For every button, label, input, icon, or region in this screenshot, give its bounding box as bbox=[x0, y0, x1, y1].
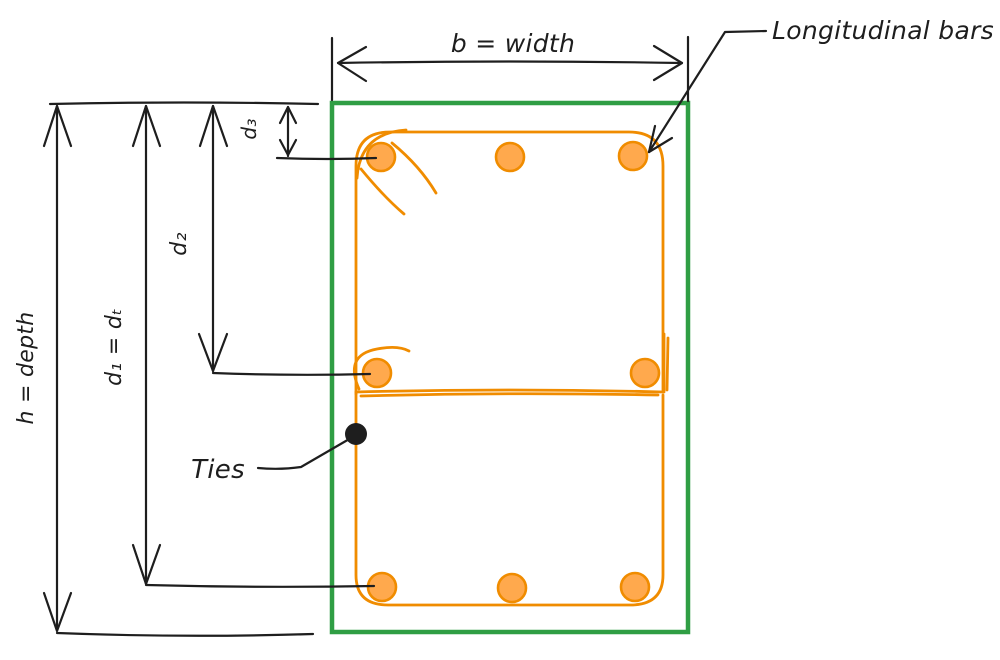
ties-group bbox=[353, 128, 670, 607]
label-b-width: b = width bbox=[451, 29, 575, 58]
tie-junction-line bbox=[354, 388, 665, 394]
longitudinal-bar-middle-right bbox=[629, 357, 661, 389]
label-ties: Ties bbox=[191, 455, 245, 485]
tie-hook-stroke bbox=[390, 141, 438, 195]
tie-junction-line bbox=[359, 392, 660, 398]
ties-leader-dot bbox=[345, 423, 367, 445]
dim-b-line bbox=[336, 60, 684, 65]
top-reference-line bbox=[48, 101, 320, 106]
longitudinal-bar-bottom-right bbox=[619, 571, 651, 603]
longitudinal-bars-leader-arrowhead bbox=[647, 124, 657, 154]
longitudinal-bar-top-right bbox=[617, 140, 649, 172]
dim-b-arrowhead-left bbox=[336, 45, 368, 83]
longitudinal-bar-top-middle bbox=[494, 141, 526, 173]
dim-d1-arrowhead-up bbox=[131, 104, 162, 148]
dim-d3-extension-line bbox=[275, 156, 378, 161]
label-d1-dt: d₁ = dₜ bbox=[102, 308, 127, 386]
dim-d3-arrowhead-down bbox=[278, 138, 298, 157]
label-longitudinal-bars: Longitudinal bars bbox=[772, 16, 994, 45]
dim-h-extension-line bbox=[55, 631, 315, 637]
label-d3: d₃ bbox=[237, 118, 261, 139]
longitudinal-bar-bottom-middle bbox=[496, 572, 528, 604]
dim-d2-arrowhead-down bbox=[197, 332, 229, 373]
dim-b-arrowhead-right bbox=[652, 44, 684, 82]
tie-hook-stroke bbox=[353, 346, 411, 391]
dim-h-arrowhead-down bbox=[42, 591, 73, 633]
longitudinal-bars-leader-arrowhead bbox=[647, 136, 674, 154]
dim-h-arrowhead-up bbox=[42, 104, 73, 148]
label-d2: d₂ bbox=[167, 232, 192, 255]
tie-hook-stroke bbox=[359, 167, 406, 216]
dim-d3-arrowhead-up bbox=[278, 105, 298, 125]
longitudinal-bar-top-left bbox=[365, 141, 397, 173]
upper-tie bbox=[354, 130, 665, 396]
tie-hook-stroke bbox=[355, 128, 408, 180]
dim-d2-arrowhead-up bbox=[198, 104, 229, 148]
longitudinal-bars-group bbox=[361, 140, 661, 604]
dim-d2-extension-line bbox=[211, 371, 372, 376]
dimension-lines-group bbox=[42, 29, 768, 637]
longitudinal-bar-middle-left bbox=[361, 357, 393, 389]
ties-leader-line bbox=[256, 436, 353, 470]
label-h-depth: h = depth bbox=[14, 311, 39, 424]
dim-d1-extension-line bbox=[144, 583, 376, 588]
longitudinal-bars-leader-line bbox=[647, 29, 768, 154]
labels-group: b = width Longitudinal bars Ties h = dep… bbox=[14, 16, 994, 485]
concrete-section-outline bbox=[329, 100, 691, 635]
tie-hook-stroke bbox=[665, 336, 670, 392]
